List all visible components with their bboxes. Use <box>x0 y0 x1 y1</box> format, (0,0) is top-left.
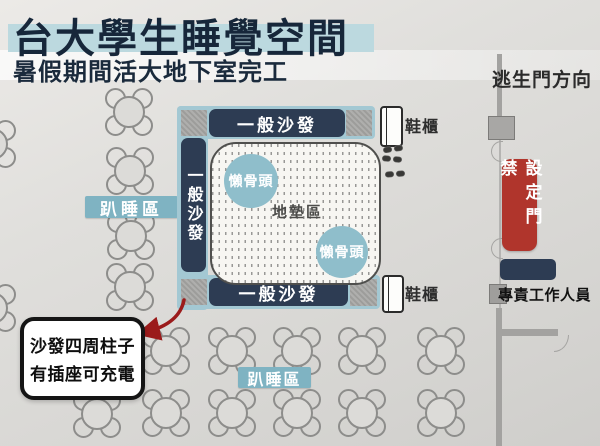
shoes-icon <box>381 155 403 163</box>
access-control-label: 設定門禁 <box>496 159 542 231</box>
nap-zone-label-left: 趴睡區 <box>85 196 178 220</box>
shoe-cabinet-icon <box>382 275 404 313</box>
pillar-icon <box>181 110 207 136</box>
table-icon <box>415 325 467 377</box>
table-icon <box>0 118 18 170</box>
shoe-cabinet-icon <box>380 106 403 147</box>
table-icon <box>271 325 323 377</box>
table-icon <box>336 325 388 377</box>
sofa-bar-left-label: 一般沙發 <box>184 167 204 243</box>
wall-corridor-vertical <box>496 308 502 446</box>
escape-direction-label: 逃生門方向 <box>492 69 593 91</box>
staff-label: 專責工作人員 <box>498 286 592 304</box>
wall-escape <box>497 54 502 116</box>
sofa-bar-top: 一般沙發 <box>209 109 345 137</box>
table-icon <box>104 261 156 313</box>
shoes-icon <box>384 170 406 178</box>
sofa-bar-left: 一般沙發 <box>181 138 206 272</box>
callout-line2: 有插座可充電 <box>30 365 135 385</box>
table-icon <box>103 86 155 138</box>
table-icon <box>104 145 156 197</box>
table-icon <box>71 388 123 440</box>
mat-area-label: 地墊區 <box>272 203 324 221</box>
beanbag-icon: 懶骨頭 <box>224 154 278 208</box>
table-icon <box>415 387 467 439</box>
red-arrow-icon <box>135 298 186 341</box>
access-control-sign: 設定門禁 <box>497 159 542 251</box>
callout-box: 沙發四周柱子 有插座可充電 <box>20 317 145 400</box>
staff-box-icon <box>489 284 507 304</box>
table-icon <box>271 387 323 439</box>
nap-zone-label-bottom: 趴睡區 <box>238 367 311 389</box>
wall-corridor-horizontal <box>502 329 558 336</box>
wall-right <box>499 140 501 308</box>
table-icon <box>206 325 258 377</box>
table-icon <box>105 210 157 262</box>
shoes-icon <box>382 144 404 154</box>
title-highlight <box>8 24 374 52</box>
callout-line1: 沙發四周柱子 <box>30 337 135 357</box>
table-icon <box>0 282 18 334</box>
shoe-cabinet-label-bottom: 鞋櫃 <box>405 285 440 304</box>
shoe-cabinet-label-top: 鞋櫃 <box>405 117 440 136</box>
door-arc-icon <box>554 335 569 352</box>
beanbag-icon: 懶骨頭 <box>316 226 368 278</box>
pillar-icon <box>346 110 372 136</box>
escape-door-icon <box>488 116 515 140</box>
table-icon <box>336 387 388 439</box>
table-icon <box>206 387 258 439</box>
page-subtitle: 暑假期間活大地下室完工 <box>13 58 288 86</box>
table-icon <box>140 387 192 439</box>
reception-desk <box>500 259 556 280</box>
page-title: 台大學生睡覺空間 <box>13 16 349 62</box>
